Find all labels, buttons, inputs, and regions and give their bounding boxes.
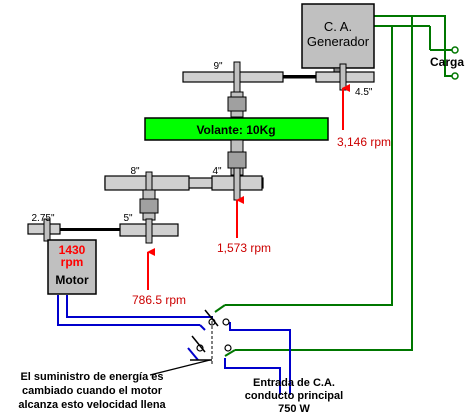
motor-label: Motor (55, 273, 89, 287)
note-line2: cambiado cuando el motor (22, 385, 163, 397)
generator-label-line1: C. A. (324, 19, 352, 34)
top-drive (182, 61, 375, 93)
speed-arrows (147, 84, 350, 290)
green-wiring (214, 15, 455, 357)
pulley-45in-label: 4.5" (355, 87, 373, 98)
upper-coupling (227, 91, 247, 118)
pulley-5in-label: 5" (123, 213, 133, 224)
motor-box (47, 239, 97, 295)
note-line3: alcanza esto velocidad llena (18, 399, 166, 411)
load-label: Carga (430, 55, 464, 69)
flywheel-label: Volante: 10Kg (196, 123, 275, 137)
motor-rpm-value: 1430 (59, 243, 86, 257)
generator-box (301, 3, 375, 69)
pulley-9in (182, 71, 284, 83)
relay-switch (190, 309, 232, 364)
speed-top-label: 3,146 rpm (337, 135, 391, 149)
speed-bottom-label: 786.5 rpm (132, 293, 186, 307)
middle-coupling (139, 189, 159, 221)
lower-drive (27, 218, 179, 244)
generator-label-line2: Generador (307, 34, 370, 49)
mains-line3: 750 W (278, 403, 310, 415)
pulley-275in-label: 2.75" (31, 213, 54, 224)
load-terminal-lower (451, 72, 459, 80)
pulley-8in-label: 8" (130, 166, 140, 177)
speed-middle-label: 1,573 rpm (217, 241, 271, 255)
motor-rpm-unit: rpm (61, 255, 84, 269)
pulley-9in-label: 9" (213, 61, 223, 72)
load-terminal-upper (451, 46, 459, 54)
lower-coupling (227, 139, 247, 176)
note-pointer-line (149, 359, 211, 376)
mains-line2: conducto principal (245, 390, 343, 402)
middle-drive (104, 167, 264, 201)
note-line1: El suministro de energía es (20, 371, 163, 383)
mains-line1: Entrada de C.A. (253, 377, 335, 389)
pulley-4in-label: 4" (212, 166, 222, 177)
